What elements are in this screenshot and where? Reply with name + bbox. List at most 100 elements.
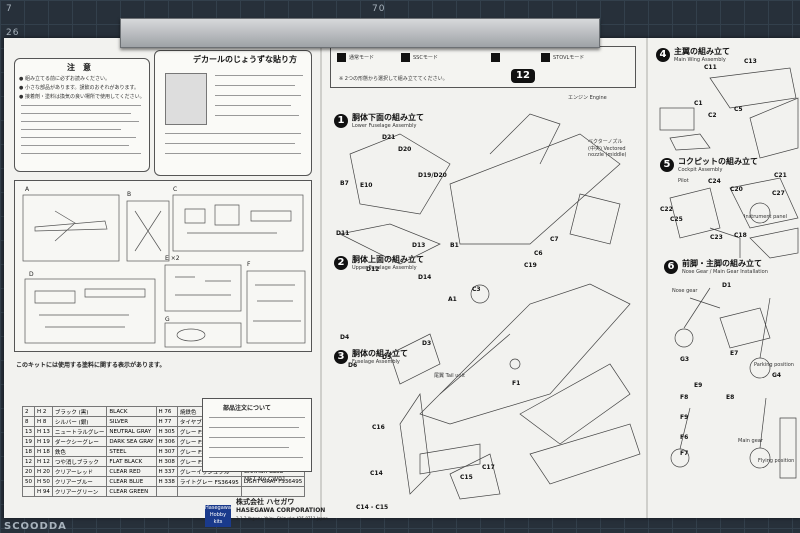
part-ref-c2: C2 <box>708 112 717 119</box>
sprue-d-part <box>34 288 146 328</box>
color-cell-code: H 12 <box>34 456 53 467</box>
color-cell-code2: H 77 <box>155 416 178 427</box>
main-gear-strut-lower <box>759 397 767 449</box>
nose-gear-wheel <box>674 328 694 348</box>
color-cell-num: 18 <box>22 446 35 457</box>
color-cell-jp2: ライトグレー FS36495 <box>176 476 242 487</box>
color-cell-code: H 50 <box>34 476 53 487</box>
engine-part <box>489 113 561 165</box>
tail-fin-c16 <box>399 393 431 495</box>
panel-line <box>439 333 511 395</box>
upper-fuselage-main <box>419 283 631 425</box>
step-number-4: 4 <box>656 48 670 62</box>
part-ref-c14: C14 <box>370 470 383 477</box>
instruction-sheet: 注 意 ● 組み立てる前に必ずお読みください。 ● 小さな部品があります。誤飲の… <box>4 38 800 527</box>
step2-subtitle: Upper Fuselage Assembly <box>352 265 417 271</box>
sprue-g-part <box>176 328 206 342</box>
sprue-frame-c <box>172 194 304 252</box>
label-main-gear: Main gear <box>738 438 763 444</box>
sprue-frame-g <box>164 322 242 348</box>
color-cell-jp: ダークシーグレー <box>51 436 108 447</box>
sprue-label-d: D <box>29 271 34 278</box>
step6-title: 前脚・主脚の組み立て <box>682 259 762 268</box>
color-cell-en: BLACK <box>106 406 157 417</box>
color-cell-en: DARK SEA GRAY <box>106 436 157 447</box>
part-ref-d20: D20 <box>398 146 412 153</box>
sprue-frame-f <box>246 270 306 344</box>
sprue-e-part <box>175 276 231 296</box>
company-address: 3-1-2 Yagusu, Yaizu, Shizuoka 425-8711 J… <box>236 516 328 521</box>
color-cell-code2: H 337 <box>155 466 178 477</box>
label-flying-position: Flying position <box>758 458 795 464</box>
color-cell-num: 8 <box>22 416 35 427</box>
part-ref-c16: C16 <box>372 424 385 431</box>
mode-symbol-icon <box>401 53 410 62</box>
gear-part-d1 <box>719 307 771 349</box>
caution-line: ● 接着剤・塗料は換気の良い場所で使用してください。 <box>19 94 145 100</box>
cockpit-tub <box>729 177 799 229</box>
sprue-label-g: G <box>165 316 170 323</box>
color-cell-en: SILVER <box>106 416 157 427</box>
part-ref-c24: C24 <box>708 178 721 185</box>
color-cell-num: 13 <box>22 426 35 437</box>
part-ref-c21: C21 <box>774 172 787 179</box>
part-ref-c27: C27 <box>772 190 785 197</box>
part-ref-e8: E8 <box>726 394 735 401</box>
color-cell-num: 19 <box>22 436 35 447</box>
color-cell-code2: H 76 <box>155 406 178 417</box>
color-cell-en: CLEAR GREEN <box>106 486 157 497</box>
steel-ruler <box>120 18 600 48</box>
color-table-header: このキットには使用する塗料に関する表示があります。 <box>16 362 166 369</box>
part-ref-d13: D13 <box>412 242 426 249</box>
part-ref-c6: C6 <box>534 250 543 257</box>
color-cell-jp2 <box>176 486 242 497</box>
label-parking-position: Parking position <box>754 362 794 368</box>
parts-order-box: 部品注文について <box>202 398 312 472</box>
part-ref-d3: D3 <box>422 340 432 347</box>
part-ref-f9: F9 <box>680 414 689 421</box>
tail-fin-c14 <box>419 443 481 475</box>
main-gear-strut <box>759 297 771 359</box>
color-cell-jp: ブラック (黒) <box>51 406 108 417</box>
step3-subtitle: Fuselage Assembly <box>352 359 400 365</box>
part-ref-c3: C3 <box>472 286 481 293</box>
aft-fuselage <box>529 423 641 485</box>
part-ref-f7: F7 <box>680 450 689 457</box>
color-cell-code2: H 338 <box>155 476 178 487</box>
step3-title: 胴体の組み立て <box>352 349 408 358</box>
part-ref-e10: E10 <box>360 182 373 189</box>
step-number-2: 2 <box>334 256 348 270</box>
cockpit-part-c18 <box>749 227 799 259</box>
part-ref-f6: F6 <box>680 434 689 441</box>
part-ref-c19: C19 <box>524 262 537 269</box>
nose-gear-strut <box>683 287 721 329</box>
step1-title: 胴体下面の組み立て <box>352 113 424 122</box>
lower-fuselage-part <box>349 133 451 215</box>
caution-line: ● 小さな部品があります。誤飲のおそれがあります。 <box>19 85 139 91</box>
mode-symbol-icon <box>337 53 346 62</box>
color-cell-jp: ニュートラルグレー <box>51 426 108 437</box>
color-cell-num: 2 <box>22 406 35 417</box>
color-cell-code: H 8 <box>34 416 53 427</box>
mode-selection-box: 通常モード SSCモード STOVLモード 12 ※ 2つの形態から選択して組み… <box>330 46 636 88</box>
part-ref-c15: C15 <box>460 474 473 481</box>
decal-title: デカールのじょうずな貼り方 <box>193 55 297 64</box>
part-ref-d19-d20: D19/D20 <box>418 172 447 179</box>
part-ref-d5: D5 <box>382 354 392 361</box>
part-ref-c5: C5 <box>734 106 743 113</box>
part-ref-e9: E9 <box>694 382 703 389</box>
color-cell-code2: H 308 <box>155 456 178 467</box>
sprue-frame-e <box>164 264 242 312</box>
part-ref-g4: G4 <box>772 372 782 379</box>
cockpit-part <box>389 333 441 385</box>
part-ref-a1: A1 <box>448 296 457 303</box>
part-ref-d12: D12 <box>366 266 380 273</box>
decal-instructions-box: デカールのじょうずな貼り方 <box>154 50 312 176</box>
mat-brand: SCOODDA <box>4 521 67 532</box>
part-ref-d14: D14 <box>418 274 432 281</box>
sprue-label-e: E ×2 <box>165 255 180 262</box>
part-ref-f1: F1 <box>512 380 521 387</box>
color-cell-jp: つや消しブラック <box>51 456 108 467</box>
color-cell-jp: クリアーブルー <box>51 476 108 487</box>
part-ref-b7: B7 <box>340 180 349 187</box>
